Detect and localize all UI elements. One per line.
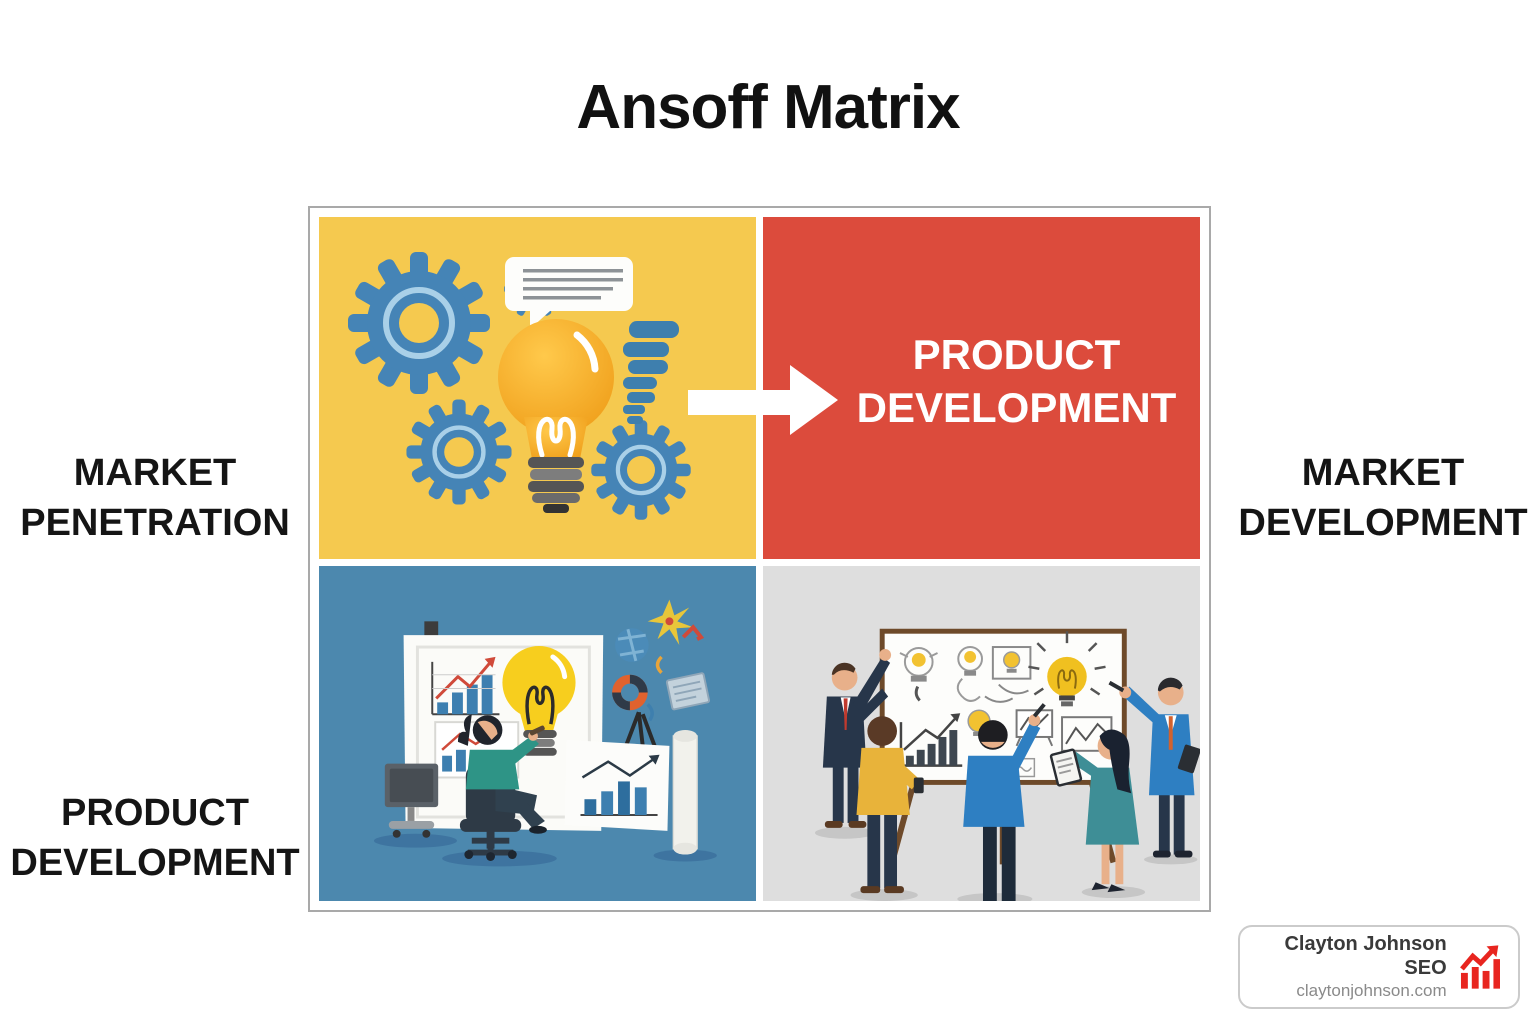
ansoff-matrix-grid: PRODUCT DEVELOPMENT: [308, 206, 1211, 912]
label-market-development: MARKET DEVELOPMENT: [1238, 452, 1528, 544]
lightbulb-icon: [498, 319, 614, 513]
product-development-quadrant-label: PRODUCT DEVELOPMENT: [856, 331, 1177, 431]
quadrant-product-development: PRODUCT DEVELOPMENT: [763, 217, 1200, 559]
bar-chart-sketch: [431, 656, 500, 716]
speech-bubble-icon: [505, 257, 633, 329]
quadrant-product-development-illustration: [319, 566, 756, 901]
quadrant-market-development-illustration: [763, 566, 1200, 901]
quadrant-market-penetration: [319, 217, 756, 559]
branding-badge[interactable]: Clayton Johnson SEO claytonjohnson.com: [1238, 925, 1520, 1009]
gear-icon: [348, 252, 490, 394]
shadow: [814, 826, 875, 839]
person-blue-shirt: [963, 703, 1046, 901]
label-market-penetration: MARKET PENETRATION: [20, 452, 290, 544]
person-teal-dress: [1049, 729, 1140, 893]
bulb-base: [528, 457, 584, 513]
clipboard-icon: [665, 672, 711, 711]
label-product-development: PRODUCT DEVELOPMENT: [10, 792, 300, 884]
rolled-paper: [672, 730, 698, 855]
monitor-icon: [384, 763, 439, 838]
growth-chart-icon: [1459, 945, 1500, 989]
team-whiteboard-illustration: [814, 628, 1200, 901]
page-title: Ansoff Matrix: [576, 73, 960, 142]
shadow: [653, 849, 717, 862]
gear-icon: [406, 399, 511, 504]
person-blue-jacket: [1108, 677, 1200, 858]
arrow-right-icon: [688, 365, 838, 435]
badge-brand: Clayton Johnson SEO: [1284, 933, 1447, 979]
person-suit: [822, 649, 892, 828]
chart-panel: [564, 711, 670, 831]
badge-text: Clayton Johnson SEO claytonjohnson.com: [1240, 932, 1447, 1002]
badge-domain: claytonjohnson.com: [1296, 981, 1447, 1000]
gears-lightbulb-illustration: [319, 217, 756, 559]
gear-icon: [591, 420, 690, 519]
spring-icon: [623, 321, 679, 424]
radiant-bulb-sketch: [1028, 631, 1106, 707]
seated-person: [457, 714, 547, 834]
shadow: [373, 833, 457, 848]
whiteboard-sketches: [899, 631, 1113, 778]
zigzag-icon: [681, 624, 705, 641]
lifebuoy-icon: [612, 674, 648, 711]
idea-icons-cluster: [612, 599, 711, 722]
lightbulb-icon: [502, 646, 576, 756]
analyst-charts-illustration: [373, 599, 717, 867]
person-yellow-sweater: [856, 716, 924, 894]
